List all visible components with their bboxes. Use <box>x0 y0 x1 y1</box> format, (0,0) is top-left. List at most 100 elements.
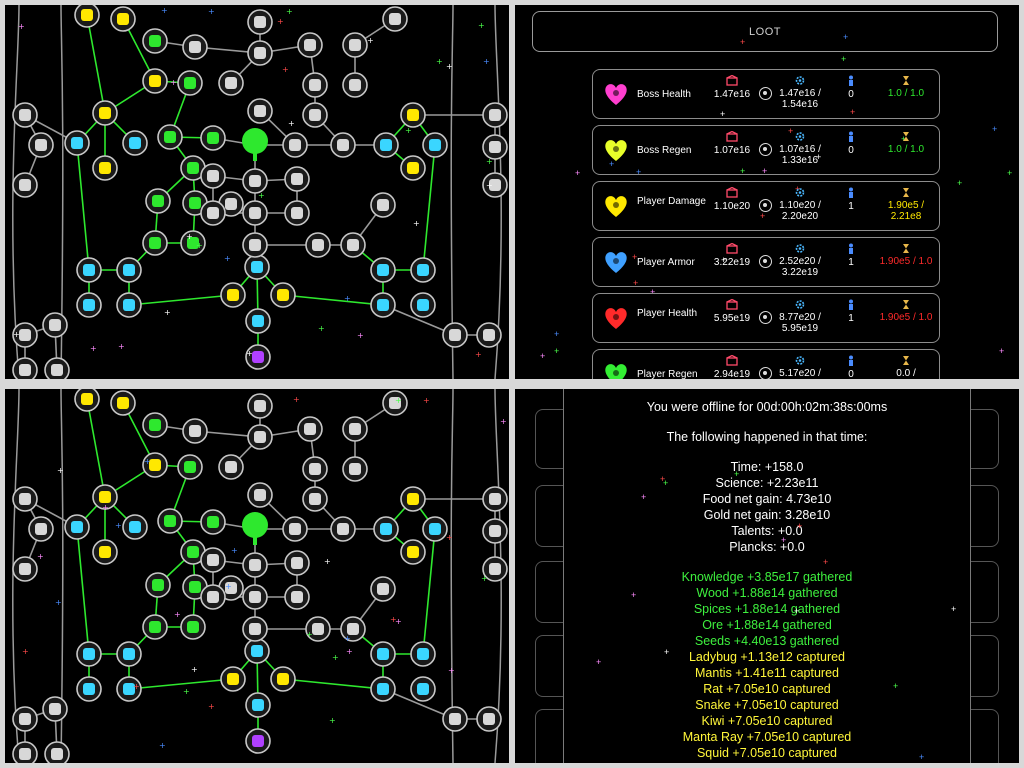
talent-node[interactable] <box>422 516 448 542</box>
eye-icon[interactable] <box>759 87 772 100</box>
talent-node[interactable] <box>245 308 271 334</box>
talent-node[interactable] <box>177 454 203 480</box>
talent-node[interactable] <box>142 412 168 438</box>
talent-node[interactable] <box>340 616 366 642</box>
talent-node[interactable] <box>242 616 268 642</box>
talent-node[interactable] <box>247 98 273 124</box>
talent-node[interactable] <box>270 666 296 692</box>
talent-node[interactable] <box>244 254 270 280</box>
talent-node[interactable] <box>200 163 226 189</box>
talent-node[interactable] <box>330 516 356 542</box>
talent-node[interactable] <box>92 539 118 565</box>
talent-node[interactable] <box>157 508 183 534</box>
talent-node[interactable] <box>245 728 271 754</box>
talent-node[interactable] <box>116 676 142 702</box>
talent-node[interactable] <box>74 5 100 28</box>
talent-node[interactable] <box>247 424 273 450</box>
talent-node[interactable] <box>342 32 368 58</box>
talent-node[interactable] <box>410 292 436 318</box>
eye-icon[interactable] <box>759 255 772 268</box>
loot-button[interactable]: LOOT <box>532 11 998 52</box>
talent-node[interactable] <box>482 172 508 198</box>
talent-node[interactable] <box>247 40 273 66</box>
talent-node[interactable] <box>220 666 246 692</box>
talent-node[interactable] <box>182 418 208 444</box>
talent-node[interactable] <box>284 200 310 226</box>
talent-node[interactable] <box>247 393 273 419</box>
talent-node[interactable] <box>400 102 426 128</box>
talent-node[interactable] <box>330 132 356 158</box>
talent-node[interactable] <box>92 100 118 126</box>
eye-icon[interactable] <box>759 311 772 324</box>
talent-node[interactable] <box>122 514 148 540</box>
talent-node[interactable] <box>400 486 426 512</box>
talent-node[interactable] <box>270 282 296 308</box>
talent-node[interactable] <box>245 344 271 370</box>
talent-node[interactable] <box>116 257 142 283</box>
talent-node[interactable] <box>200 125 226 151</box>
talent-tree[interactable]: ++++++++++++++++++++++++++++++ <box>5 5 509 379</box>
talent-node[interactable] <box>482 556 508 582</box>
talent-node[interactable] <box>297 416 323 442</box>
talent-node[interactable] <box>180 230 206 256</box>
talent-node[interactable] <box>482 486 508 512</box>
talent-node[interactable] <box>382 390 408 416</box>
talent-node[interactable] <box>370 641 396 667</box>
talent-node[interactable] <box>242 200 268 226</box>
talent-node[interactable] <box>12 486 38 512</box>
talent-node[interactable] <box>482 518 508 544</box>
talent-node[interactable] <box>370 257 396 283</box>
talent-node[interactable] <box>200 547 226 573</box>
talent-node[interactable] <box>122 130 148 156</box>
talent-node[interactable] <box>305 616 331 642</box>
talent-node[interactable] <box>476 706 502 732</box>
talent-node[interactable] <box>242 128 268 161</box>
talent-node[interactable] <box>282 132 308 158</box>
talent-node[interactable] <box>382 6 408 32</box>
talent-node[interactable] <box>12 556 38 582</box>
talent-node[interactable] <box>410 257 436 283</box>
talent-node[interactable] <box>302 72 328 98</box>
talent-node[interactable] <box>28 516 54 542</box>
talent-node[interactable] <box>182 34 208 60</box>
talent-node[interactable] <box>92 155 118 181</box>
talent-node[interactable] <box>442 322 468 348</box>
talent-node[interactable] <box>370 576 396 602</box>
talent-node[interactable] <box>145 188 171 214</box>
eye-icon[interactable] <box>759 367 772 379</box>
talent-node[interactable] <box>297 32 323 58</box>
talent-node[interactable] <box>142 230 168 256</box>
talent-node[interactable] <box>218 70 244 96</box>
talent-node[interactable] <box>342 72 368 98</box>
talent-node[interactable] <box>370 192 396 218</box>
talent-node[interactable] <box>218 454 244 480</box>
talent-node[interactable] <box>400 539 426 565</box>
talent-node[interactable] <box>342 456 368 482</box>
talent-tree[interactable]: ++++++++++++++++++++++++++++++ <box>5 389 509 763</box>
talent-node[interactable] <box>284 584 310 610</box>
talent-node[interactable] <box>92 484 118 510</box>
talent-node[interactable] <box>340 232 366 258</box>
talent-node[interactable] <box>110 6 136 32</box>
talent-node[interactable] <box>476 322 502 348</box>
talent-node[interactable] <box>12 172 38 198</box>
talent-node[interactable] <box>242 168 268 194</box>
talent-node[interactable] <box>116 641 142 667</box>
talent-node[interactable] <box>28 132 54 158</box>
talent-node[interactable] <box>400 155 426 181</box>
talent-node[interactable] <box>142 614 168 640</box>
talent-node[interactable] <box>76 641 102 667</box>
talent-node[interactable] <box>76 292 102 318</box>
talent-node[interactable] <box>342 416 368 442</box>
talent-node[interactable] <box>12 357 38 379</box>
talent-node[interactable] <box>370 676 396 702</box>
talent-node[interactable] <box>482 134 508 160</box>
talent-node[interactable] <box>284 166 310 192</box>
talent-node[interactable] <box>12 706 38 732</box>
talent-node[interactable] <box>442 706 468 732</box>
eye-icon[interactable] <box>759 199 772 212</box>
talent-tree-panel-top[interactable]: ++++++++++++++++++++++++++++++ <box>5 5 509 379</box>
